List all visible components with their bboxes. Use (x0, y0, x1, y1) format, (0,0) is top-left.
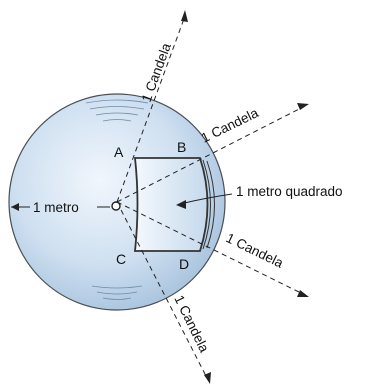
point-label-b: B (177, 139, 186, 155)
arrow-upper-right (297, 103, 309, 110)
label-area: 1 metro quadrado (236, 184, 343, 199)
point-label-c: C (116, 251, 126, 267)
point-label-a: A (114, 144, 124, 160)
label-radius: 1 metro (33, 200, 79, 215)
label-candela-upper: 1 Candela (139, 41, 174, 104)
arrow-lower-right (297, 290, 309, 297)
point-label-d: D (179, 256, 189, 272)
label-candela-lower-right: 1 Candela (224, 230, 286, 271)
arrow-upper (181, 10, 188, 22)
label-candela-upper-right: 1 Candela (199, 105, 261, 146)
center-point (112, 202, 120, 210)
square-meter-patch (135, 158, 208, 251)
label-candela-lower: 1 Candela (171, 293, 212, 355)
